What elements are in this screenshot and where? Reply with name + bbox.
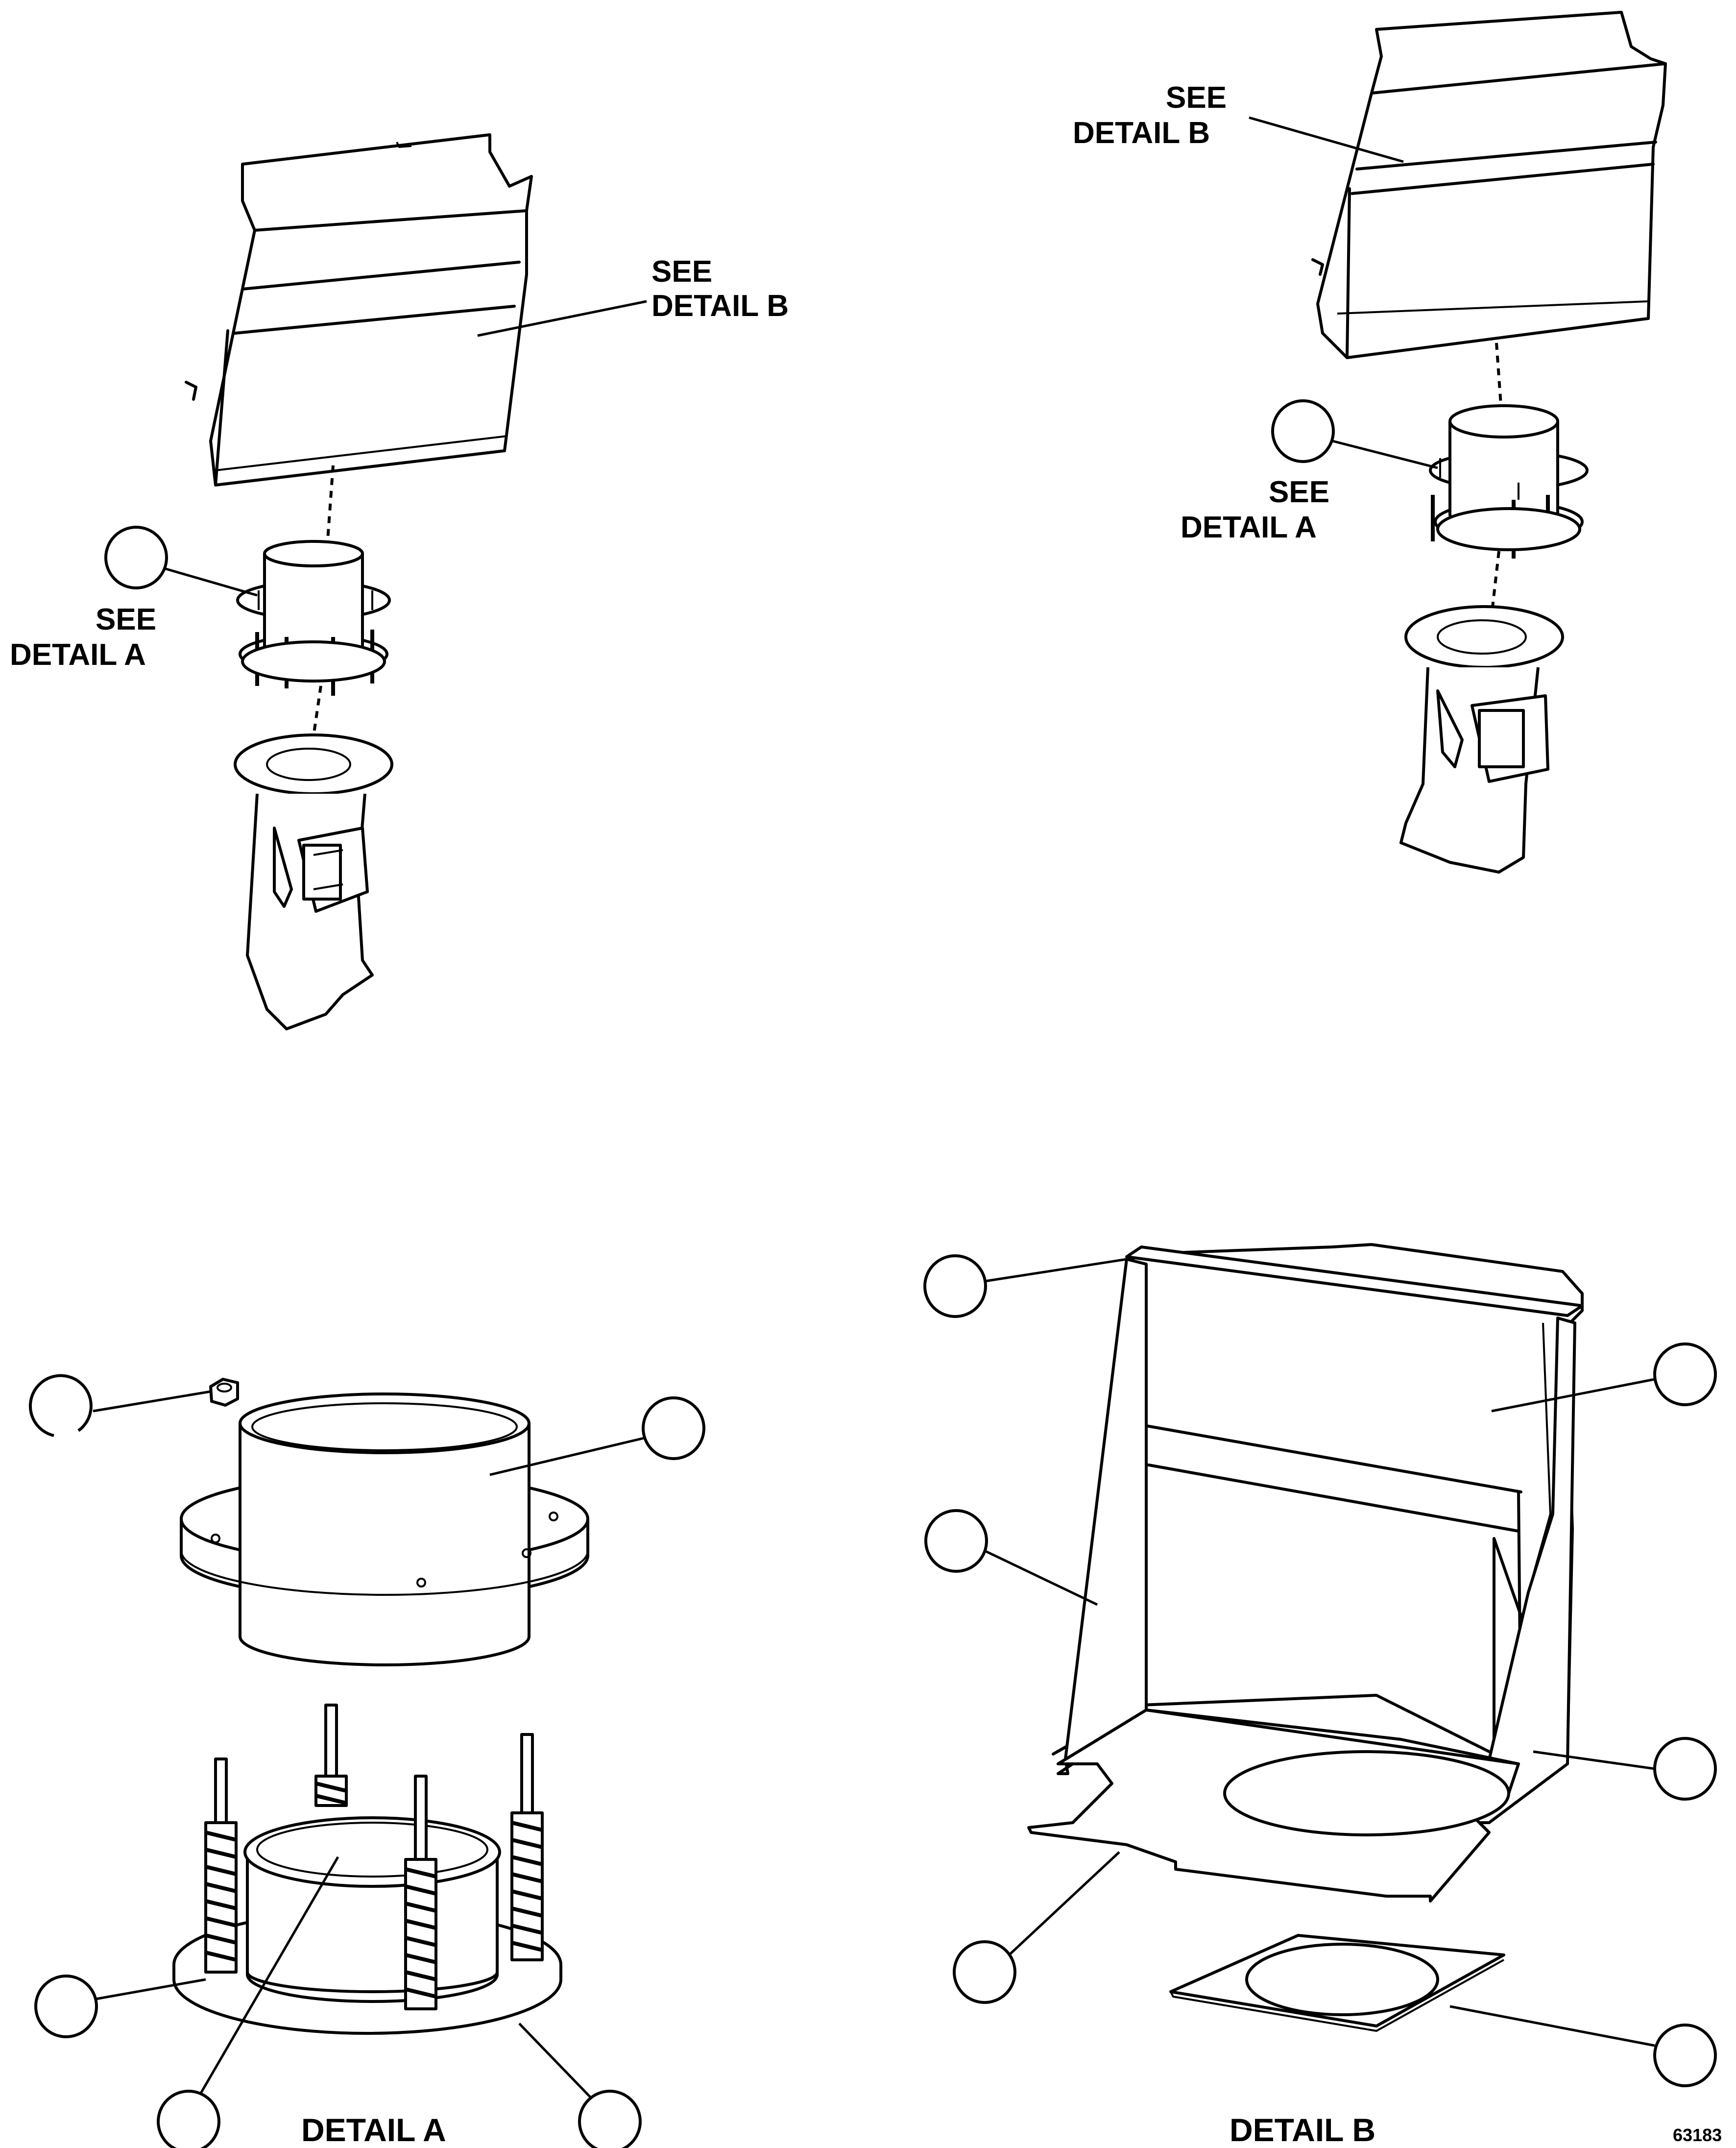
collar-assembly-right — [1429, 404, 1589, 559]
figure-number: 63183 — [1673, 2125, 1722, 2145]
callout-bubble-gasket — [157, 2090, 220, 2148]
detail-a-view: DETAIL A — [28, 1374, 705, 2148]
callout-bubble-base-plate — [578, 2090, 642, 2148]
hopper-enclosure-left — [185, 133, 533, 487]
right-side-panel — [1473, 1317, 1576, 1824]
hex-nut — [209, 1378, 239, 1407]
callout-bubble-left-assembly — [104, 526, 168, 589]
callout-bubble-top-flange — [923, 1254, 987, 1318]
collar-assembly-left — [236, 540, 391, 696]
top-flange — [1125, 1245, 1584, 1317]
upper-collar — [180, 1392, 589, 1666]
callout-bubble-upper-collar — [642, 1396, 705, 1460]
spout-left — [234, 733, 393, 1030]
callout-bubble-back-panel — [1653, 1342, 1717, 1406]
spout-right — [1399, 605, 1564, 874]
lower-base-assembly — [172, 1704, 562, 2035]
detail-a-title: DETAIL A — [301, 2112, 446, 2148]
callout-bubble-floor-panel — [953, 1940, 1016, 2004]
callout-bubble-nut — [28, 1374, 93, 1437]
detail-b-title: DETAIL B — [1230, 2112, 1375, 2148]
callout-bubble-right-side-panel — [1653, 1737, 1717, 1801]
left-side-panel — [1057, 1258, 1148, 1775]
callout-bubble-right-assembly — [1271, 399, 1335, 463]
hopper-enclosure-right — [1311, 11, 1667, 359]
detail-b-view: DETAIL B — [923, 1243, 1717, 2148]
callout-bubble-left-side-panel — [924, 1509, 988, 1573]
floor-opening — [1223, 1750, 1510, 1836]
gasket-plate — [1169, 1934, 1505, 2032]
callout-bubble-spring — [34, 1975, 98, 2038]
callout-bubble-gasket-plate — [1653, 2024, 1717, 2087]
